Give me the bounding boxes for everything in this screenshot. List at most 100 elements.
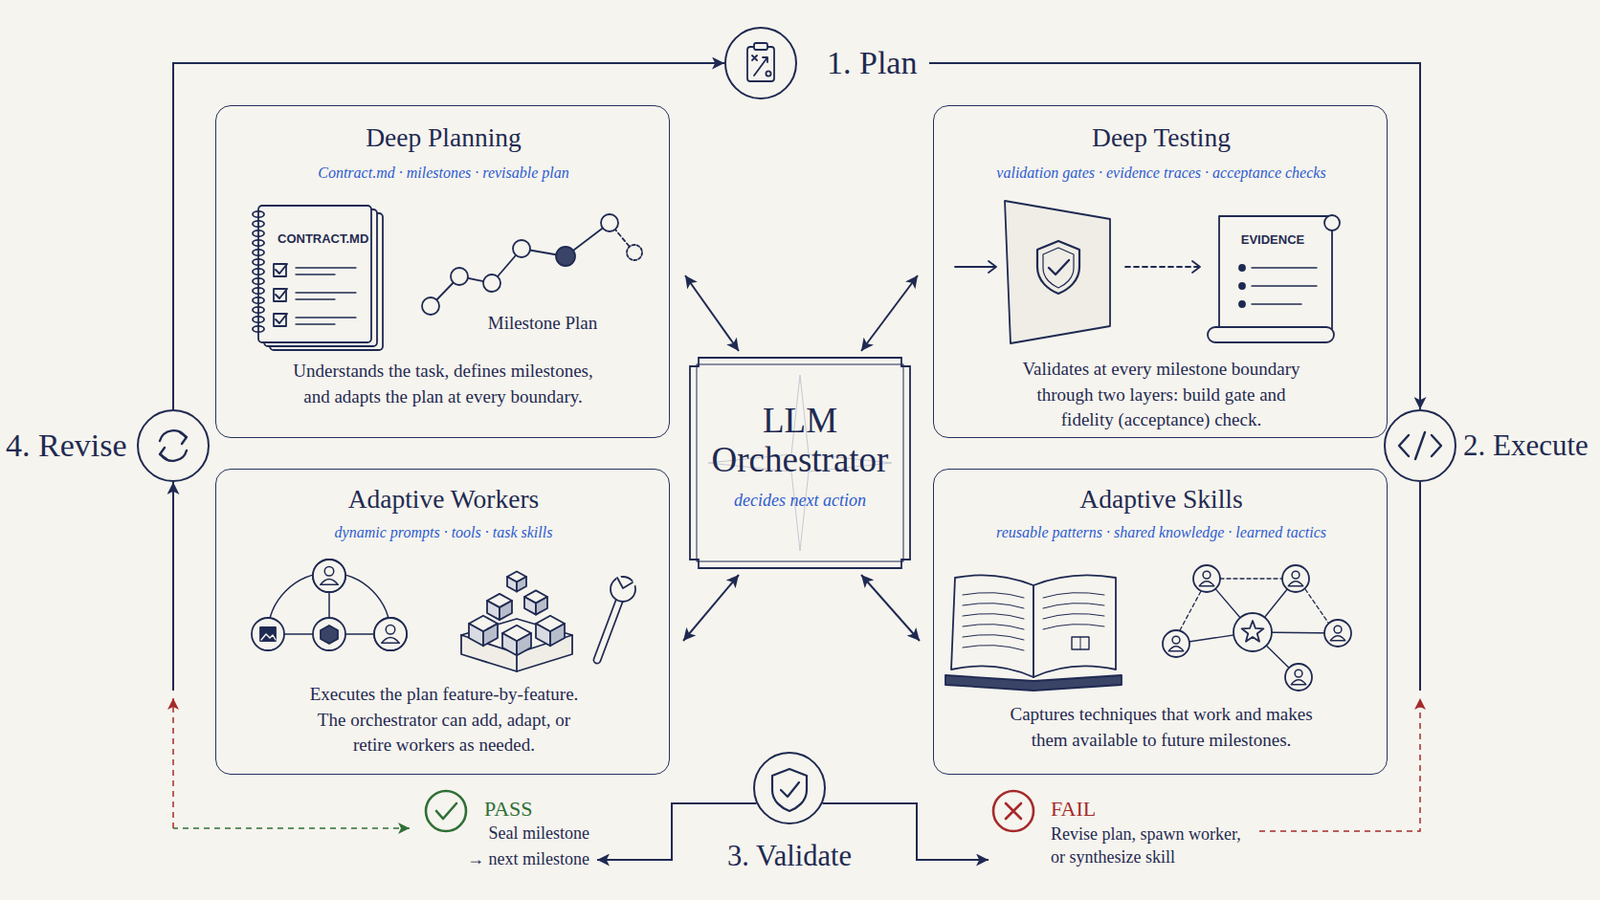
person-icon [320, 578, 339, 585]
code-icon [1399, 435, 1409, 457]
milestone-plan-chart [430, 222, 610, 307]
person-icon [1168, 646, 1183, 652]
clipboard-icon [747, 46, 775, 82]
person-icon [1333, 625, 1342, 634]
small-text: → next milestone [466, 849, 590, 871]
evidence-scroll [1219, 216, 1333, 334]
notebook-spiral [252, 288, 265, 294]
skills-panel: Adaptive Skillsreusable patterns · share… [933, 468, 1388, 776]
notebook-spiral [252, 211, 265, 218]
milestone-plan-chart [555, 246, 576, 267]
sub-text: Contract.md · milestones · revisable pla… [216, 163, 671, 182]
evidence-scroll [1239, 301, 1245, 308]
contract-notebook [258, 205, 372, 343]
body-text: Captures techniques that work and makes … [996, 702, 1327, 754]
contract-notebook [275, 264, 288, 324]
validation-gate [955, 261, 997, 273]
knowledge-network [1176, 578, 1338, 678]
cube [483, 623, 498, 646]
step-ring [136, 409, 210, 483]
cube [468, 623, 484, 646]
milestone-plan-chart [512, 240, 531, 258]
wrench-icon [618, 577, 634, 590]
notebook-spiral [252, 211, 265, 333]
connector-line [685, 275, 739, 352]
open-book [1033, 575, 1116, 678]
title-text: Deep Testing [933, 121, 1389, 154]
contract-notebook [295, 267, 356, 325]
clipboard-icon [754, 43, 768, 50]
notebook-spiral [252, 297, 265, 304]
step-node: 3. Validate [708, 750, 871, 885]
book-lines [962, 593, 1024, 599]
osub-text: decides next action [688, 490, 912, 512]
person-icon [1285, 664, 1312, 691]
book-lines [1043, 614, 1105, 620]
code-icon [1399, 432, 1442, 460]
illustration-layer [159, 43, 1442, 832]
worker-network [251, 618, 285, 651]
book-lines [962, 603, 1024, 609]
person-icon [1288, 581, 1303, 587]
step-text: 1. Plan [826, 44, 917, 82]
testing-panel: Deep Testingvalidation gates · evidence … [933, 105, 1388, 439]
milestone-plan-chart [483, 274, 501, 292]
person-icon [1294, 669, 1303, 678]
notebook-spiral [252, 268, 265, 275]
small2-text: Revise plan, spawn worker, or synthesize… [1050, 822, 1252, 870]
person-icon [324, 566, 334, 577]
fail-icon [993, 791, 1034, 832]
milestone-plan-chart [450, 267, 468, 286]
pass-text: PASS [484, 797, 534, 823]
worker-network [312, 559, 346, 593]
person-icon [1172, 636, 1180, 645]
knowledge-network [1242, 621, 1265, 643]
evidence-scroll [1251, 267, 1317, 305]
ill-text: CONTRACT.MD [277, 231, 369, 247]
shield-icon [780, 782, 800, 798]
sub-text: reusable patterns · shared knowledge · l… [933, 523, 1389, 542]
connector [683, 575, 739, 642]
orchestrator-frame [689, 357, 911, 569]
shield-icon [772, 769, 807, 812]
person-icon [1330, 636, 1345, 642]
pass-icon [425, 791, 467, 832]
cube [507, 577, 517, 593]
cube [502, 633, 517, 656]
step-text: 4. Revise [5, 426, 128, 465]
evidence-scroll [1207, 327, 1334, 343]
milestone-plan-chart [422, 214, 643, 315]
book-lines [1043, 624, 1105, 630]
worker-network [374, 618, 407, 651]
cube [535, 623, 551, 646]
wrench-icon [617, 577, 633, 589]
notebook-spiral [252, 278, 265, 285]
connector [861, 275, 918, 352]
building-blocks [461, 572, 573, 673]
cube [468, 572, 565, 657]
connector-line [173, 827, 410, 830]
step-ring [724, 26, 798, 100]
milestone-plan-chart [626, 244, 643, 261]
orchestrator-frame [696, 364, 904, 562]
wrench-icon [597, 599, 621, 661]
clipboard-icon [747, 43, 775, 82]
book-lines [962, 593, 1105, 651]
open-book [945, 575, 1122, 691]
open-book [1071, 637, 1089, 650]
connector-line [173, 63, 725, 410]
connector [861, 575, 920, 642]
person-icon [1290, 680, 1306, 686]
book-lines [962, 624, 1024, 630]
validation-gate [1004, 200, 1111, 344]
planning-panel: Deep PlanningContract.md · milestones · … [215, 105, 670, 439]
worker-network [260, 627, 276, 642]
person-icon [1162, 565, 1352, 691]
notebook-spiral [252, 240, 265, 246]
orch-text: LLM Orchestrator [696, 400, 904, 481]
validation-gate [1125, 266, 1199, 268]
contract-notebook [252, 205, 383, 351]
sub-text: dynamic prompts · tools · task skills [216, 523, 671, 542]
validation-gate [1043, 247, 1074, 289]
